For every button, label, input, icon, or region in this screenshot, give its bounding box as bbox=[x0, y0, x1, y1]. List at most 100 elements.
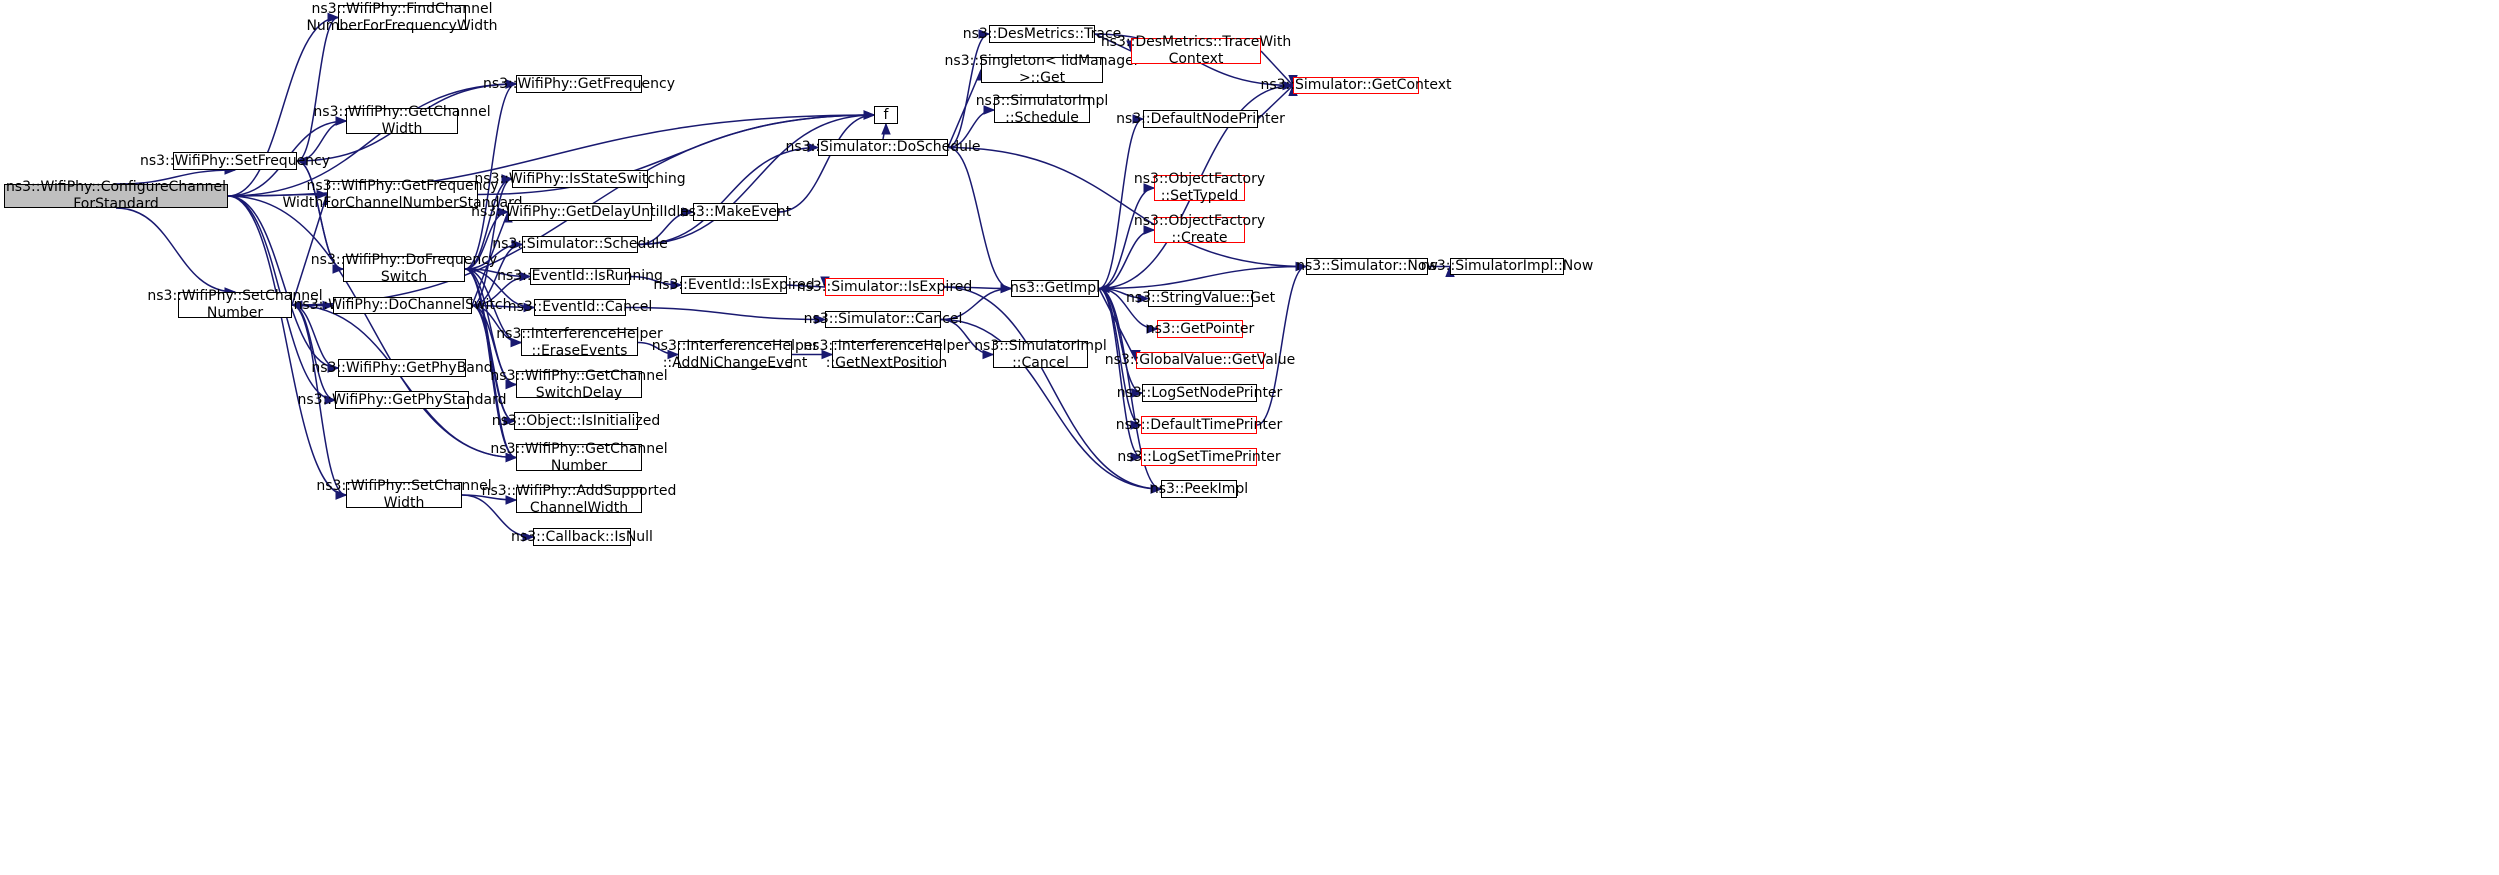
edge-arrowhead bbox=[1143, 225, 1156, 235]
edge-root-to-getchn bbox=[227, 195, 517, 459]
edge-getimpl-to-logstp bbox=[1098, 287, 1142, 458]
edge-arrowhead bbox=[522, 532, 535, 542]
node-label-line: ns3::SimulatorImpl bbox=[975, 93, 1109, 109]
node-simnow[interactable]: ns3::Simulator::Now bbox=[1296, 258, 1438, 275]
edge-arrowhead bbox=[863, 110, 876, 120]
node-label-line: ns3::WifiPhy::GetPhyBand bbox=[311, 359, 493, 376]
node-ofsettid[interactable]: ns3::ObjectFactory::SetTypeId bbox=[1134, 171, 1265, 204]
node-label-line: ::Schedule bbox=[1005, 110, 1079, 126]
node-label-line: Switch bbox=[380, 269, 428, 285]
node-label-line: ns3::EventId::Cancel bbox=[507, 299, 653, 315]
node-label-line: ::GetNextPosition bbox=[825, 354, 948, 371]
node-peekimpl[interactable]: ns3::PeekImpl bbox=[1150, 480, 1248, 498]
edge-dosched-to-simnow bbox=[947, 146, 1307, 268]
edge-arrowhead bbox=[519, 271, 532, 282]
node-isss[interactable]: ns3::WifiPhy::IsStateSwitching bbox=[474, 170, 686, 188]
node-label-line: ns3::Simulator::Now bbox=[1296, 258, 1438, 274]
node-logstp[interactable]: ns3::LogSetTimePrinter bbox=[1117, 448, 1281, 466]
node-setfreq[interactable]: ns3::WifiPhy::SetFrequency bbox=[140, 152, 330, 170]
edge-docs-to-getchn bbox=[471, 304, 517, 459]
node-ofcreate[interactable]: ns3::ObjectFactory::Create bbox=[1134, 213, 1265, 246]
node-simgetctx[interactable]: ns3::Simulator::GetContext bbox=[1260, 77, 1452, 94]
edge-arrowhead bbox=[1146, 324, 1159, 334]
node-f[interactable]: f bbox=[874, 106, 898, 124]
edge-arrowhead bbox=[505, 379, 518, 390]
node-label-line: ns3::Simulator::Cancel bbox=[803, 311, 963, 327]
node-ihgnp[interactable]: ns3::InterferenceHelper::GetNextPosition bbox=[803, 338, 969, 371]
node-label-line: ns3::WifiPhy::GetChannel bbox=[313, 104, 491, 120]
node-dosched[interactable]: ns3::Simulator::DoSchedule bbox=[786, 139, 980, 156]
edge-arrowhead bbox=[295, 156, 308, 166]
node-getdui[interactable]: ns3::WifiPhy::GetDelayUntilIdle bbox=[471, 203, 689, 221]
node-label-line: ns3::Simulator::IsExpired bbox=[796, 278, 973, 295]
edge-arrowhead bbox=[505, 79, 518, 89]
node-svget[interactable]: ns3::StringValue::Get bbox=[1126, 290, 1275, 307]
edge-root-to-setchw bbox=[227, 195, 347, 496]
node-objinit[interactable]: ns3::Object::IsInitialized bbox=[492, 412, 660, 430]
node-isrun[interactable]: ns3::EventId::IsRunning bbox=[497, 268, 663, 285]
node-simimplsched[interactable]: ns3::SimulatorImpl::Schedule bbox=[976, 93, 1109, 126]
node-getptr[interactable]: ns3::GetPointer bbox=[1146, 320, 1254, 338]
node-label-line: ns3::ObjectFactory bbox=[1133, 213, 1266, 229]
node-dmtrace[interactable]: ns3::DesMetrics::Trace bbox=[963, 25, 1121, 43]
edge-makeev-to-f bbox=[777, 114, 875, 213]
node-ihee[interactable]: ns3::InterferenceHelper::EraseEvents bbox=[496, 326, 662, 359]
edge-arrowhead bbox=[501, 174, 514, 184]
node-label-line: ns3::Simulator::Schedule bbox=[492, 236, 668, 252]
edge-arrowhead bbox=[503, 416, 516, 426]
node-label-line: ns3::WifiPhy::SetFrequency bbox=[139, 152, 331, 169]
node-simimplcancel[interactable]: ns3::SimulatorImpl::Cancel bbox=[974, 338, 1107, 371]
node-gvgv[interactable]: ns3::GlobalValue::GetValue bbox=[1105, 352, 1295, 369]
node-defnp[interactable]: ns3::DefaultNodePrinter bbox=[1116, 110, 1285, 128]
node-label-line: ::SetTypeId bbox=[1160, 188, 1239, 204]
node-label-line: ns3::WifiPhy::GetFrequency bbox=[306, 177, 499, 194]
node-getfreq[interactable]: ns3::WifiPhy::GetFrequency bbox=[483, 75, 675, 93]
edge-getimpl-to-defnp bbox=[1098, 118, 1144, 290]
edge-arrowhead bbox=[324, 395, 337, 405]
node-ihanc[interactable]: ns3::InterferenceHelper::AddNiChangeEven… bbox=[652, 338, 818, 371]
node-label-line: ns3::DesMetrics::TraceWith bbox=[1100, 34, 1292, 50]
node-singleton[interactable]: ns3::Singleton< IidManager>::Get bbox=[945, 53, 1140, 86]
edge-arrowhead bbox=[881, 122, 891, 135]
call-edges bbox=[115, 12, 1455, 542]
edge-arrowhead bbox=[807, 142, 820, 153]
node-deftp[interactable]: ns3::DefaultTimePrinter bbox=[1116, 416, 1282, 434]
node-eviexp[interactable]: ns3::EventId::IsExpired bbox=[653, 276, 815, 294]
edge-arrowhead bbox=[982, 349, 995, 360]
node-simisexp[interactable]: ns3::Simulator::IsExpired bbox=[797, 278, 972, 296]
edge-arrowhead bbox=[497, 207, 510, 217]
node-label-line: ns3::InterferenceHelper bbox=[803, 337, 970, 354]
node-docs[interactable]: ns3::WifiPhy::DoChannelSwitch bbox=[294, 297, 511, 314]
node-label-line: ::EraseEvents bbox=[531, 342, 628, 359]
edge-simcancel-to-peekimpl bbox=[940, 318, 1162, 490]
node-cbnull[interactable]: ns3::Callback::IsNull bbox=[511, 528, 653, 546]
node-getpb[interactable]: ns3::WifiPhy::GetPhyBand bbox=[311, 359, 493, 377]
edge-arrowhead bbox=[1137, 293, 1150, 304]
node-label-line: ns3::WifiPhy::GetDelayUntilIdle bbox=[471, 203, 689, 220]
edge-setchn-to-setchw bbox=[291, 304, 347, 496]
node-simimplnow[interactable]: ns3::SimulatorImpl::Now bbox=[1421, 258, 1593, 275]
node-logsnp[interactable]: ns3::LogSetNodePrinter bbox=[1117, 384, 1282, 402]
node-makeev[interactable]: ns3::MakeEvent bbox=[680, 203, 791, 221]
node-getps[interactable]: ns3::WifiPhy::GetPhyStandard bbox=[298, 391, 507, 409]
edge-arrowhead bbox=[682, 207, 695, 217]
node-getimpl[interactable]: ns3::GetImpl bbox=[1010, 280, 1100, 297]
edge-dosched-to-getimpl bbox=[947, 146, 1012, 290]
node-label-line: ns3::Simulator::DoSchedule bbox=[785, 139, 981, 155]
node-sched[interactable]: ns3::Simulator::Schedule bbox=[492, 236, 668, 253]
edge-arrowhead bbox=[1131, 388, 1144, 398]
node-label-line: ns3::MakeEvent bbox=[679, 203, 792, 220]
node-simcancel[interactable]: ns3::Simulator::Cancel bbox=[804, 311, 962, 328]
node-evcancel[interactable]: ns3::EventId::Cancel bbox=[508, 299, 652, 316]
